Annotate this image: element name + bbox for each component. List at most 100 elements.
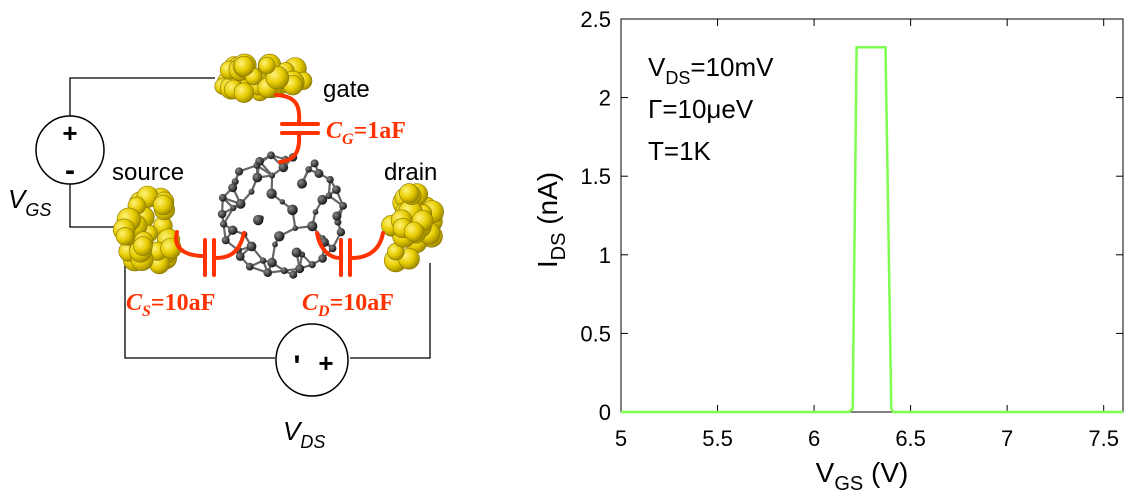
y-tick-label: 1.5 [580,164,611,189]
c60-atom [228,225,238,235]
gate-capacitor [274,93,320,164]
c60-atom [326,175,334,184]
annotation-line: Γ=10μeV [648,94,754,124]
c60-atom [307,221,318,232]
c60-atom [292,225,299,231]
annotation-block: VDS=10mV Γ=10μeV T=1K [648,52,774,166]
c60-atom [235,167,244,176]
c60-atom [297,178,307,189]
y-tick-label: 2.5 [580,7,611,32]
c60-atom [263,268,273,278]
c60-atom [305,166,312,173]
c60-atom [317,194,328,205]
x-tick-label: 6.5 [895,426,926,451]
vgs-voltage-source: + - [35,115,105,187]
c60-atom [230,204,237,212]
c60-atom [280,267,288,275]
c60-molecule [217,151,347,279]
c60-atom [221,236,230,245]
gold-atom [233,55,255,77]
c60-atom [217,209,227,219]
c60-atom [310,159,319,168]
vds-right-wire [350,263,431,359]
vds-minus-sign: ' [293,350,300,383]
gate-label: gate [323,76,370,103]
plot-frame [620,18,1124,413]
y-tick-label: 2 [599,86,611,111]
vgs-minus-sign: - [65,154,75,187]
c60-atom [332,185,341,194]
c60-atom [245,262,254,271]
capacitors [174,93,385,277]
source-return-wire [69,183,122,228]
source-capacitor [174,230,246,277]
source-label: source [112,159,184,186]
c60-atom [339,202,347,210]
x-tick-label: 5.5 [702,426,733,451]
c60-atom [267,151,275,160]
gate-capacitance-label: CG=1aF [326,118,406,148]
vds-source-circle [275,323,349,397]
c60-atom [336,228,346,237]
vds-voltage-source: ' + [275,323,349,397]
c60-atom [318,254,327,263]
c60-atom [228,183,238,193]
x-tick-label: 5 [615,426,627,451]
vgs-label: VGS [8,184,51,220]
gold-atom [403,221,424,242]
x-tick-label: 7.5 [1088,426,1119,451]
c60-atom [246,241,257,252]
vgs-source-circle [35,115,105,185]
series-line [621,46,1123,414]
c60-atom [272,241,278,248]
c60-atom [255,156,264,166]
x-tick-label: 6 [808,426,820,451]
circuit-wires [69,77,431,359]
drain-label: drain [384,159,437,186]
c60-atom [279,199,285,205]
c60-atom [259,257,267,264]
c60-atom [291,247,302,258]
gold-atom [115,227,135,246]
vgs-plus-sign: + [62,118,77,148]
gold-atom [258,56,276,75]
c60-atom [235,199,246,209]
c60-atom [287,204,298,216]
c60-atom [252,172,263,183]
drain-capacitor [315,231,385,277]
drain-electrode [381,183,444,273]
annotation-line: T=1K [648,136,712,166]
c60-atom [289,270,298,279]
annotation-line: VDS=10mV [648,52,774,88]
circuit-diagram: + - VGS ' + VDS [8,53,444,452]
c60-atom [248,188,255,195]
vds-label: VDS [283,416,325,452]
y-tick-label: 1 [599,243,611,268]
gold-atom [233,82,255,103]
gate-wire [69,77,215,117]
c60-atom [269,172,276,179]
c60-atom [314,169,324,178]
drain-capacitance-label: CD=10aF [302,290,394,320]
y-axis-label: IDS (nA) [532,172,570,268]
c60-atom [295,264,305,274]
c60-atom [253,214,264,226]
c60-atom [267,257,277,268]
c60-atom [332,211,342,221]
source-capacitance-label: CS=10aF [126,290,215,320]
x-axis-label: VGS (V) [816,457,909,495]
source-electrode [112,185,182,275]
x-axis-ticks: 5 5.5 6 6.5 7 7.5 [615,19,1119,451]
c60-atom [235,252,245,261]
y-tick-label: 0 [599,400,611,425]
vds-plus-sign: + [318,348,333,378]
gate-electrode [214,53,313,103]
y-axis-ticks: 00.511.522.5 [580,7,1123,425]
c60-atom [266,188,277,199]
c60-atom [325,192,333,200]
gold-atom [399,183,420,204]
x-tick-label: 7 [1001,426,1013,451]
c60-atom [308,261,316,269]
series-layer [621,46,1123,414]
